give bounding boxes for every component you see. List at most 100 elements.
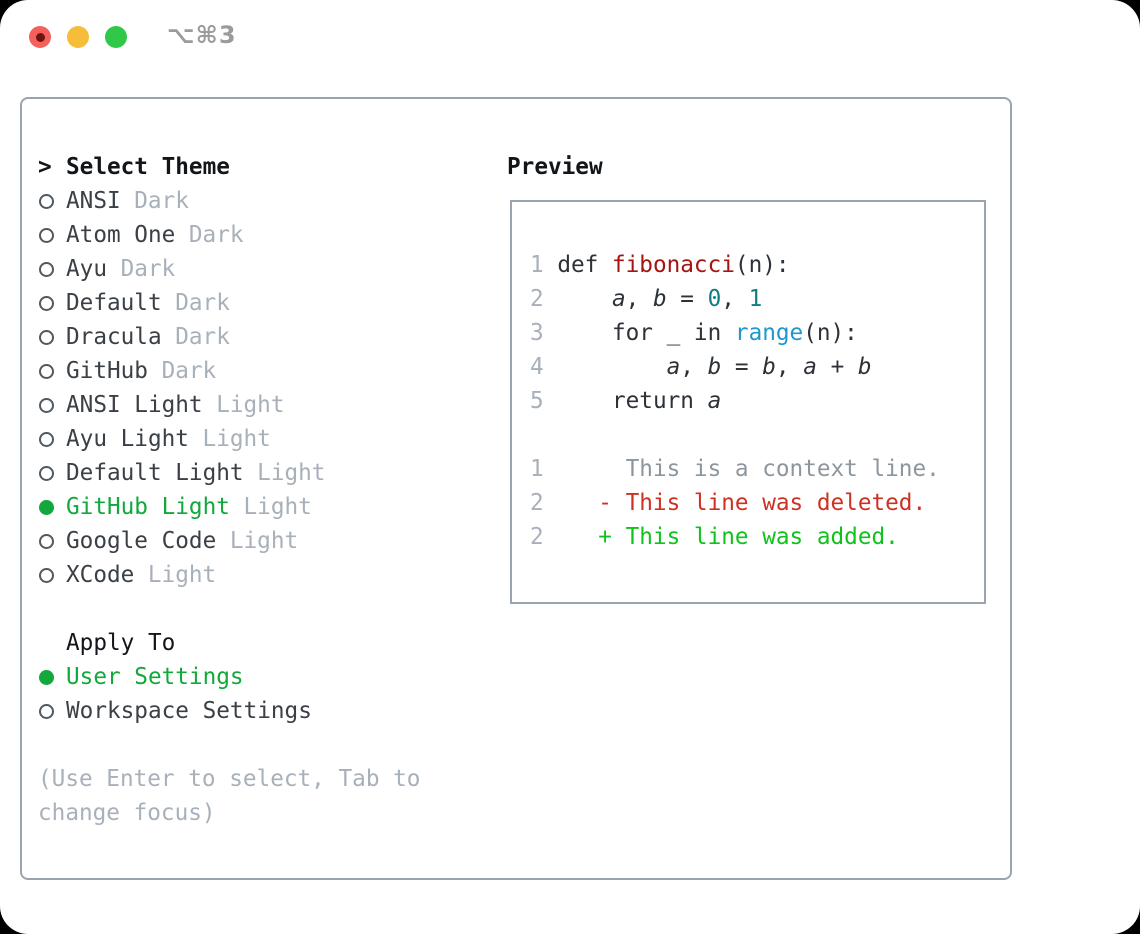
code-segment-ln: 4 <box>530 354 667 380</box>
option-label: ANSI <box>66 188 121 214</box>
radio-unselected-icon <box>39 431 54 447</box>
radio-unselected-icon <box>39 533 54 549</box>
option-label: Ayu <box>66 256 107 282</box>
code-segment-num: 0 <box>707 286 722 312</box>
code-segment-k: , <box>721 286 749 312</box>
code-segment-ln: 2 <box>530 286 612 312</box>
code-segment-v: b <box>707 354 722 380</box>
radio-selected-icon <box>39 669 54 685</box>
traffic-lights <box>29 26 127 48</box>
option-label: Google Code <box>66 528 217 554</box>
option-variant-label: Light <box>147 562 217 588</box>
option-theme-default[interactable]: Default Dark <box>38 286 420 320</box>
radio-icon <box>38 499 66 515</box>
apply-to-title: Apply To <box>66 630 176 656</box>
option-variant-label: Dark <box>175 324 230 350</box>
code-segment-ln: 3 <box>530 320 612 346</box>
radio-icon <box>38 261 66 277</box>
radio-icon <box>38 363 66 379</box>
hint-line-1: (Use Enter to select, Tab to <box>38 766 421 792</box>
radio-unselected-icon <box>39 465 54 481</box>
radio-unselected-icon <box>39 567 54 583</box>
code-segment-v: b <box>652 286 667 312</box>
code-segment-ctx: This is a context line. <box>625 456 940 482</box>
option-theme-google-code[interactable]: Google Code Light <box>38 524 420 558</box>
option-variant-label: Dark <box>188 222 244 248</box>
code-segment-k: , <box>680 354 708 380</box>
radio-icon <box>38 431 66 447</box>
spacer <box>38 728 420 762</box>
code-segment-k: (n): <box>803 320 858 346</box>
unsaved-changes-dot-icon <box>35 32 45 42</box>
code-segment-v: b <box>762 354 776 380</box>
minimize-button[interactable] <box>67 26 89 48</box>
option-theme-atom-one[interactable]: Atom One Dark <box>38 218 420 252</box>
code-segment-num: 1 <box>748 286 763 312</box>
radio-icon <box>38 295 66 311</box>
code-segment-ln: 2 <box>530 490 599 516</box>
option-label: Default <box>66 290 162 316</box>
radio-icon <box>38 329 66 345</box>
code-segment-add: + This line was added. <box>598 524 899 550</box>
option-theme-dracula[interactable]: Dracula Dark <box>38 320 420 354</box>
preview-title: Preview <box>507 154 603 180</box>
close-button[interactable] <box>29 26 51 48</box>
code-segment-v: a <box>611 286 626 312</box>
code-line: 2 a, b = 0, 1 <box>530 282 940 316</box>
option-variant-label: Dark <box>120 256 176 282</box>
radio-icon <box>38 465 66 481</box>
window-title-shortcut: ⌥⌘3 <box>167 21 237 49</box>
code-segment-k: def <box>557 252 612 278</box>
radio-unselected-icon <box>39 261 54 277</box>
code-segment-k: , <box>625 286 653 312</box>
radio-icon <box>38 193 66 209</box>
radio-icon <box>38 397 66 413</box>
code-blank-line <box>530 418 940 452</box>
code-line: 1 def fibonacci(n): <box>530 248 940 282</box>
option-theme-ayu[interactable]: Ayu Dark <box>38 252 420 286</box>
option-variant-label: Light <box>257 460 326 486</box>
option-variant-label: Light <box>202 426 271 452</box>
option-theme-xcode[interactable]: XCode Light <box>38 558 420 592</box>
code-segment-v: b <box>857 354 872 380</box>
option-variant-label: Light <box>229 528 299 554</box>
option-label: ANSI Light <box>66 392 203 418</box>
option-label: GitHub <box>66 358 148 384</box>
option-apply-user-settings[interactable]: User Settings <box>38 660 420 694</box>
radio-icon <box>38 533 66 549</box>
code-segment-k: = <box>721 354 763 380</box>
option-label: User Settings <box>66 664 244 690</box>
theme-list-header-row: > Select Theme <box>38 150 420 184</box>
option-variant-label: Dark <box>175 290 230 316</box>
option-theme-github[interactable]: GitHub Dark <box>38 354 420 388</box>
code-segment-bi: range <box>734 320 804 346</box>
option-apply-workspace-settings[interactable]: Workspace Settings <box>38 694 420 728</box>
option-label: GitHub Light <box>66 494 230 520</box>
radio-unselected-icon <box>39 193 54 209</box>
option-variant-label: Dark <box>161 358 217 384</box>
code-line: 1 This is a context line. <box>530 452 940 486</box>
radio-icon <box>38 703 66 719</box>
radio-selected-icon <box>39 499 54 515</box>
option-label: XCode <box>66 562 135 588</box>
spacer <box>38 592 420 626</box>
option-label: Atom One <box>66 222 176 248</box>
code-segment-k: for _ in <box>611 320 735 346</box>
option-label: Dracula <box>66 324 162 350</box>
option-theme-ayu-light[interactable]: Ayu Light Light <box>38 422 420 456</box>
code-segment-v: a <box>803 354 817 380</box>
code-line: 2 + This line was added. <box>530 520 940 554</box>
radio-icon <box>38 227 66 243</box>
maximize-button[interactable] <box>105 26 127 48</box>
option-label: Ayu Light <box>66 426 189 452</box>
option-label: Workspace Settings <box>66 698 312 724</box>
